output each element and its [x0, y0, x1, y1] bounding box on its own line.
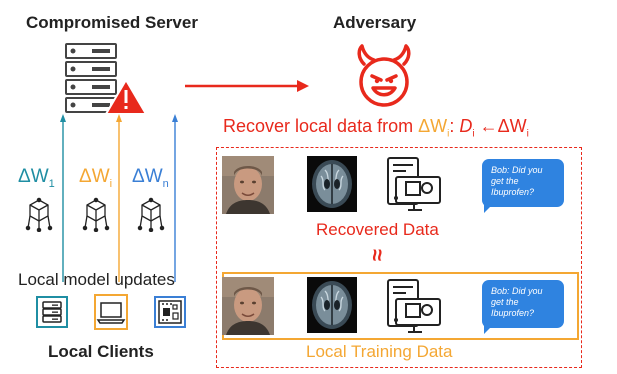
database-icon [42, 301, 62, 323]
adversary-title: Adversary [333, 13, 417, 32]
server-title: Compromised Server [26, 13, 198, 32]
update-label-n: ΔWn [132, 166, 169, 190]
training-face-image [222, 277, 274, 335]
update-arrows [60, 114, 178, 282]
recovered-face-image [222, 156, 274, 214]
update-label-1: ΔW1 [18, 166, 55, 190]
training-mri-image [307, 277, 357, 333]
recover-caption-prefix: Recover local data from [223, 116, 419, 136]
recover-caption-d: D [459, 116, 473, 136]
client-laptop-device [94, 294, 128, 330]
recovered-computer-icon [387, 157, 441, 211]
local-clients-label: Local Clients [48, 342, 154, 361]
local-training-data-label: Local Training Data [306, 342, 453, 361]
recovered-data-label: Recovered Data [316, 220, 439, 239]
local-model-updates-label: Local model updates [18, 270, 175, 289]
server-icon [65, 43, 148, 115]
client-server-device [36, 296, 68, 328]
recover-caption-dw: ΔWi [418, 116, 450, 140]
recovery-region [216, 147, 582, 368]
circuit-board-icon [158, 300, 182, 324]
update-label-i: ΔWi [79, 166, 113, 190]
recovered-mri-image [307, 156, 357, 212]
approx-symbol: ≈ [365, 248, 391, 262]
laptop-icon [96, 302, 126, 324]
attack-arrow [185, 80, 309, 92]
model-icons [25, 197, 165, 232]
devil-icon [357, 44, 411, 107]
training-computer-icon [387, 279, 441, 333]
client-iot-device [154, 296, 186, 328]
recover-caption: Recover local data from ΔWi: Di ←ΔWi [223, 116, 529, 140]
